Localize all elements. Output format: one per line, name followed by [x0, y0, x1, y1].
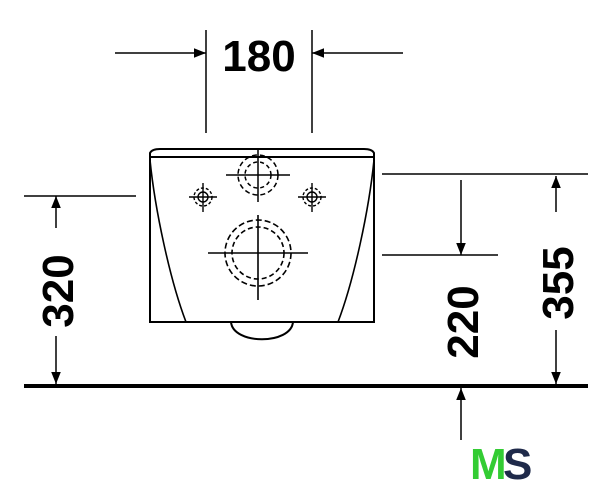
fixing-hole-right [298, 183, 326, 212]
height-355-label: 355 [534, 246, 583, 319]
height-320-dimension [24, 195, 136, 384]
wc-bowl-front-view [149, 148, 375, 341]
outlet-top [226, 148, 290, 202]
height-220-dimension [382, 173, 588, 440]
width-label: 180 [222, 32, 295, 81]
width-dimension [115, 30, 403, 133]
height-220-label: 220 [439, 285, 488, 358]
outlet-bottom [208, 215, 308, 300]
logo-letter-s: S [503, 440, 531, 489]
height-320-label: 320 [34, 254, 83, 327]
ms-logo: M S [470, 440, 537, 489]
fixing-hole-left [189, 183, 217, 212]
logo-letter-m: M [470, 440, 504, 489]
